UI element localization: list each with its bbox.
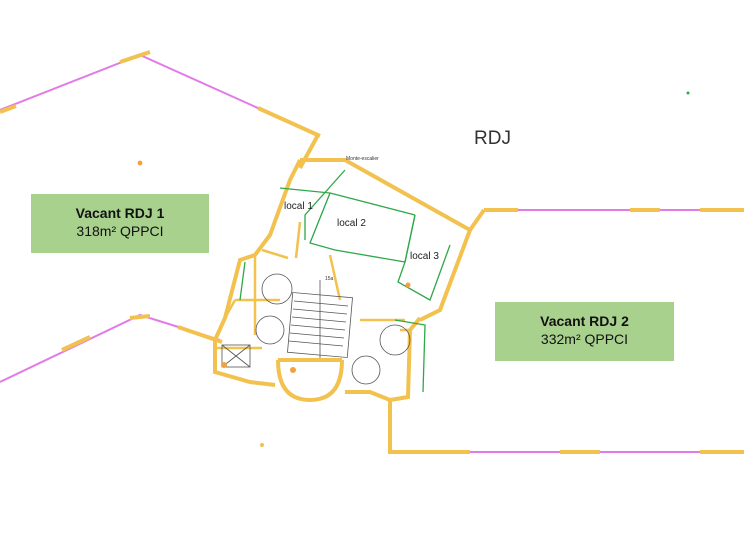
vacant-lot-1-title: Vacant RDJ 1 xyxy=(75,205,165,221)
vacant-lot-2-area: 332m² QPPCI xyxy=(540,331,629,347)
lift-note: Monte-escalier xyxy=(346,156,379,162)
vacant-lot-2-title: Vacant RDJ 2 xyxy=(540,313,629,329)
room-label-local-2: local 2 xyxy=(337,218,366,229)
staircase xyxy=(276,280,353,403)
orange-markers xyxy=(137,91,690,447)
room-label-local-1: local 1 xyxy=(284,201,313,212)
west-wing-north-wall xyxy=(0,50,321,169)
east-wing-north-wall xyxy=(468,208,744,232)
vacant-lot-2-label: Vacant RDJ 2 332m² QPPCI xyxy=(495,302,674,361)
vacant-lot-1-label: Vacant RDJ 1 318m² QPPCI xyxy=(31,194,209,253)
core-fixtures xyxy=(221,273,411,385)
dimension-note: 15a xyxy=(325,276,334,282)
west-wing-south-wall xyxy=(0,313,223,383)
vacant-lot-1-area: 318m² QPPCI xyxy=(76,223,164,239)
level-label: RDJ xyxy=(474,128,511,149)
room-label-local-3: local 3 xyxy=(410,251,439,262)
east-wing-south-wall xyxy=(388,400,744,454)
office-partitions xyxy=(239,169,451,393)
